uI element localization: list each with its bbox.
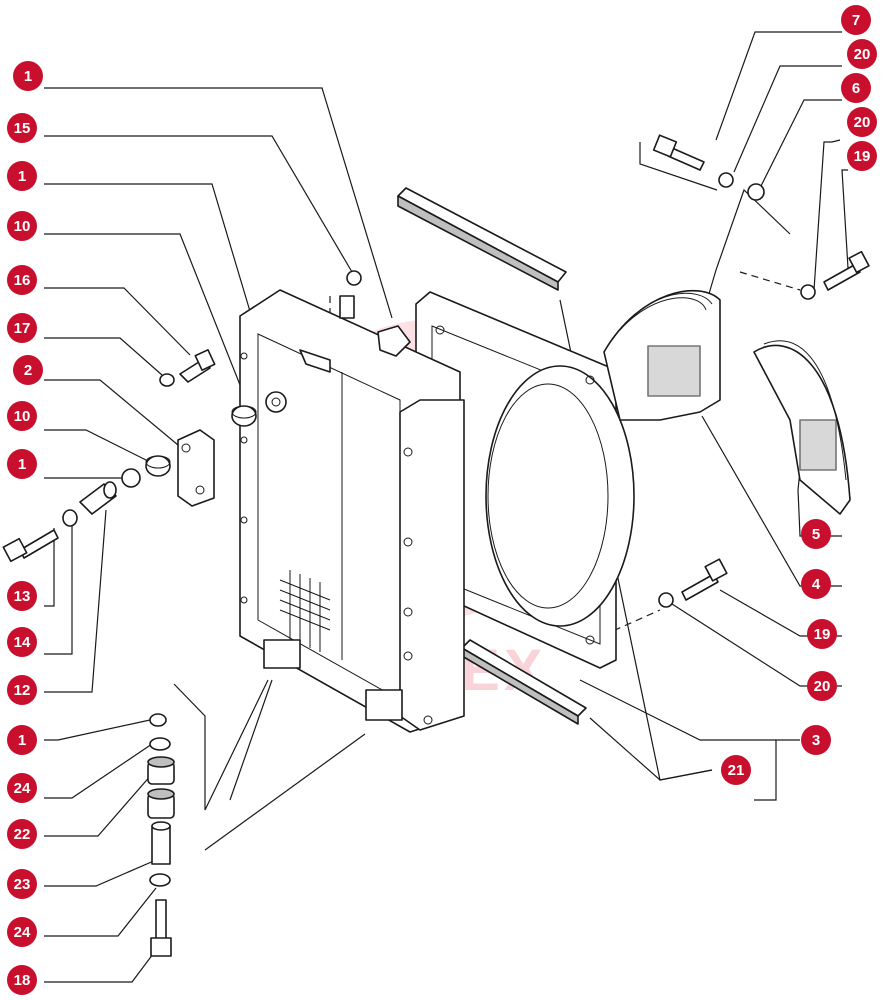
washer-20-top <box>718 172 734 188</box>
washer-top <box>149 713 167 727</box>
callout-23: 23 <box>7 869 37 899</box>
bolt-7 <box>652 134 705 171</box>
svg-text:22: 22 <box>14 826 31 843</box>
svg-text:4: 4 <box>812 576 821 593</box>
callout-21: 21 <box>721 755 751 785</box>
callout-18: 18 <box>7 965 37 995</box>
callout-1: 1 <box>7 725 37 755</box>
svg-text:1: 1 <box>18 732 26 749</box>
callout-10: 10 <box>7 401 37 431</box>
callout-19: 19 <box>847 141 877 171</box>
svg-text:3: 3 <box>812 732 820 749</box>
svg-text:7: 7 <box>852 12 860 29</box>
callout-5: 5 <box>801 519 831 549</box>
rubber-mount-22b <box>147 788 175 819</box>
callout-3: 3 <box>801 725 831 755</box>
svg-text:10: 10 <box>14 408 31 425</box>
fan-guard-4 <box>603 289 721 421</box>
callout-14: 14 <box>7 627 37 657</box>
svg-text:20: 20 <box>854 46 871 63</box>
callout-24: 24 <box>7 773 37 803</box>
washer-14 <box>62 509 78 527</box>
callout-7: 7 <box>841 5 871 35</box>
spacer-12 <box>79 481 117 515</box>
washer-20-lower <box>658 592 674 608</box>
callout-17: 17 <box>7 313 37 343</box>
svg-text:16: 16 <box>14 272 31 289</box>
mount-bushings <box>231 270 362 427</box>
svg-text:1: 1 <box>18 168 26 185</box>
svg-text:2: 2 <box>24 362 32 379</box>
bushing-10-lower <box>121 455 171 488</box>
washer-24-lower <box>149 873 171 887</box>
callout-13: 13 <box>7 581 37 611</box>
callout-20: 20 <box>807 671 837 701</box>
svg-text:18: 18 <box>14 972 31 989</box>
radiator-fin-mesh <box>279 570 331 652</box>
callout-2: 2 <box>13 355 43 385</box>
callout-1: 1 <box>7 449 37 479</box>
callout-20: 20 <box>847 39 877 69</box>
sleeve-23 <box>151 821 171 865</box>
nut-6 <box>747 183 765 201</box>
washer-24-upper <box>149 737 171 751</box>
svg-text:24: 24 <box>14 924 31 941</box>
svg-text:19: 19 <box>814 626 831 643</box>
svg-text:14: 14 <box>14 634 31 651</box>
bolt-19-lower <box>681 558 728 601</box>
svg-text:17: 17 <box>14 320 31 337</box>
callout-16: 16 <box>7 265 37 295</box>
svg-text:6: 6 <box>852 80 860 97</box>
svg-text:12: 12 <box>14 682 31 699</box>
callout-24: 24 <box>7 917 37 947</box>
leader-lines <box>44 31 849 983</box>
svg-text:1: 1 <box>24 68 32 85</box>
callout-15: 15 <box>7 113 37 143</box>
radiator-core <box>239 289 465 733</box>
svg-text:13: 13 <box>14 588 31 605</box>
svg-text:5: 5 <box>812 526 820 543</box>
svg-text:1: 1 <box>18 456 26 473</box>
bolt-16 <box>159 348 216 387</box>
callout-22: 22 <box>7 819 37 849</box>
top-seal-strip <box>397 187 567 291</box>
callouts: 7 20 6 20 19 1 15 1 10 16 17 2 10 1 13 1… <box>7 5 877 995</box>
callout-20: 20 <box>847 107 877 137</box>
svg-text:20: 20 <box>814 678 831 695</box>
fan-shroud <box>415 291 635 669</box>
svg-text:23: 23 <box>14 876 31 893</box>
svg-text:10: 10 <box>14 218 31 235</box>
callout-1: 1 <box>7 161 37 191</box>
svg-text:24: 24 <box>14 780 31 797</box>
callout-12: 12 <box>7 675 37 705</box>
callout-1: 1 <box>13 61 43 91</box>
bolt-19-top <box>823 250 870 291</box>
rubber-mount-22a <box>147 756 175 785</box>
bracket <box>177 429 215 507</box>
radiator-cap <box>377 325 411 357</box>
svg-text:15: 15 <box>14 120 31 137</box>
svg-text:20: 20 <box>854 114 871 131</box>
callout-6: 6 <box>841 73 871 103</box>
svg-text:19: 19 <box>854 148 871 165</box>
washer-20-right <box>800 284 816 300</box>
svg-text:21: 21 <box>728 762 745 779</box>
callout-4: 4 <box>801 569 831 599</box>
callout-19: 19 <box>807 619 837 649</box>
bolt-18 <box>150 899 172 957</box>
bolt-13 <box>2 529 59 563</box>
callout-10: 10 <box>7 211 37 241</box>
fan-guard-5 <box>753 340 851 515</box>
